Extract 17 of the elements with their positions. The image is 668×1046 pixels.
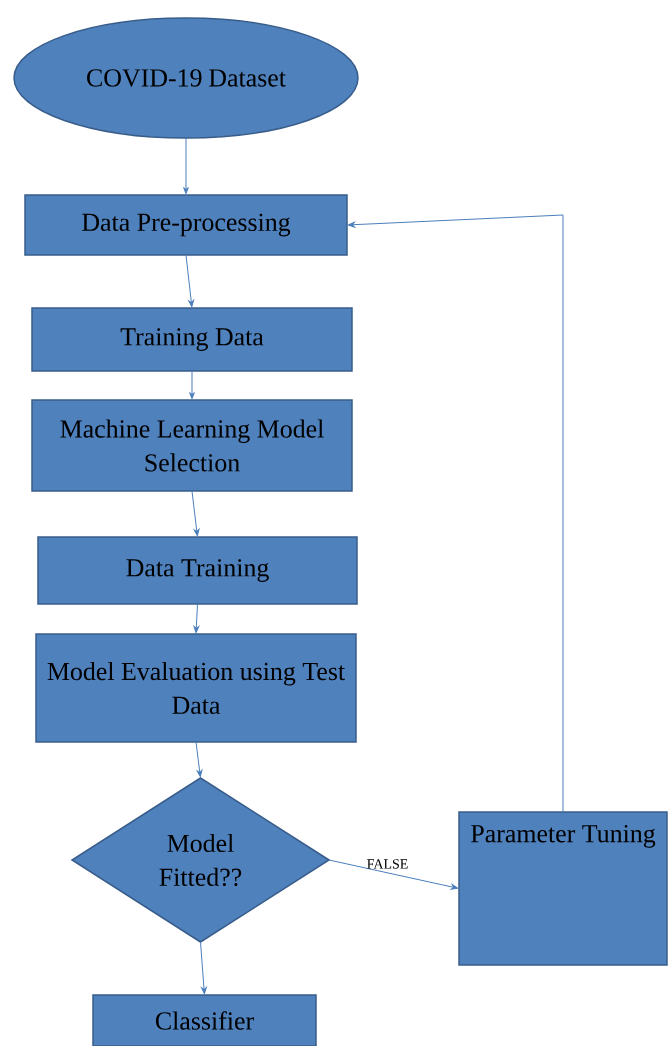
process-box: Parameter Tuning: [458, 811, 668, 966]
arrow: [183, 137, 189, 195]
arrow: [193, 603, 200, 634]
edge-label: FALSE: [367, 859, 408, 869]
arrow: [195, 741, 203, 778]
arrow: [200, 941, 207, 995]
process-box: Model Evaluation using Test Data: [35, 633, 357, 743]
arrow: [185, 254, 194, 308]
process-box: Data Training: [37, 536, 358, 605]
process-box: Classifier: [92, 994, 317, 1046]
arrow: [328, 859, 459, 890]
process-box: Data Pre-processing: [24, 194, 348, 256]
arrow: [347, 214, 564, 813]
process-box: Machine Learning Model Selection: [31, 399, 353, 492]
arrow: [191, 490, 200, 537]
process-box: Training Data: [31, 307, 353, 372]
arrow: [189, 370, 195, 400]
